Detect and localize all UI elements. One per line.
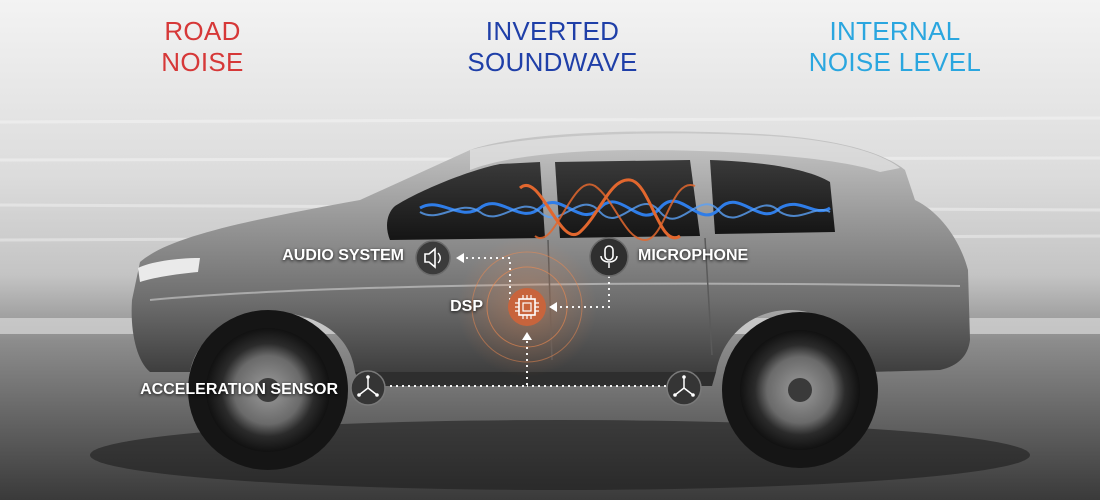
legend-internal-noise-level-line2: NOISE LEVEL — [808, 47, 982, 77]
legend-road-noise: ROAD NOISE — [120, 16, 285, 78]
dsp-label: DSP — [450, 298, 483, 315]
legend-internal-noise-level-line1: INTERNAL — [829, 16, 961, 46]
legend-road-noise-line2: NOISE — [161, 47, 244, 77]
microphone-icon — [589, 237, 629, 277]
legend-road-noise-line1: ROAD — [164, 16, 241, 46]
acceleration-sensor-label: ACCELERATION SENSOR — [140, 381, 338, 398]
chip-icon — [508, 288, 546, 326]
microphone-label: MICROPHONE — [638, 247, 749, 264]
legend-inverted-soundwave-line1: INVERTED — [485, 16, 620, 46]
sensor-icon — [350, 370, 386, 406]
sensor-icon — [666, 370, 702, 406]
legend-internal-noise-level: INTERNAL NOISE LEVEL — [780, 16, 1010, 78]
speaker-icon — [415, 240, 451, 276]
audio-system-label: AUDIO SYSTEM — [282, 247, 404, 264]
legend-inverted-soundwave: INVERTED SOUNDWAVE — [430, 16, 675, 78]
legend-inverted-soundwave-line2: SOUNDWAVE — [467, 47, 638, 77]
